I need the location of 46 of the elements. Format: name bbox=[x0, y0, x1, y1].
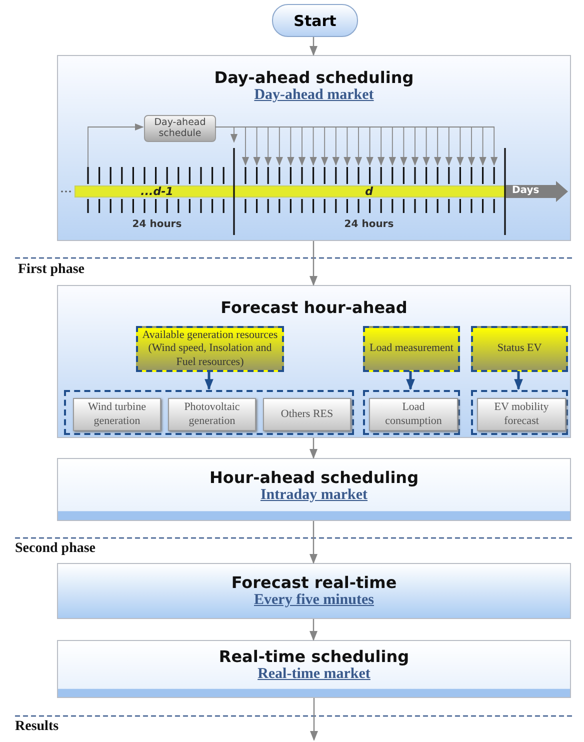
title: Forecast real-time bbox=[231, 573, 397, 592]
subtitle: Day-ahead market bbox=[254, 87, 374, 104]
timeline-label: d bbox=[365, 185, 373, 198]
arrow bbox=[310, 438, 318, 459]
arrow bbox=[310, 241, 318, 286]
forecast-box: EV mobility forecast bbox=[477, 398, 566, 431]
dashed-group bbox=[363, 390, 460, 435]
title: Day-ahead scheduling bbox=[214, 68, 414, 87]
phase-label: Second phase bbox=[15, 541, 96, 557]
phase-label: First phase bbox=[18, 262, 84, 278]
schedule-box: Day-ahead schedule bbox=[144, 115, 216, 142]
dashed-group bbox=[471, 390, 568, 435]
dashed-group bbox=[64, 390, 354, 435]
timeline-label: ...d-1 bbox=[140, 185, 174, 198]
duration-label: 24 hours bbox=[132, 219, 182, 230]
input-box: Status EV bbox=[471, 326, 568, 372]
title: Start bbox=[294, 12, 336, 30]
process-box bbox=[57, 640, 571, 698]
subtitle: Real-time market bbox=[258, 666, 370, 683]
process-box bbox=[57, 458, 571, 521]
title: Forecast hour-ahead bbox=[220, 298, 408, 317]
title: Real-time scheduling bbox=[218, 647, 410, 666]
forecast-box: Photovoltaic generation bbox=[168, 398, 256, 431]
axis-label: Days bbox=[512, 185, 540, 196]
forecast-box: Others RES bbox=[263, 398, 351, 431]
input-box: Load measurement bbox=[363, 326, 460, 372]
forecast-box: Load consumption bbox=[369, 398, 458, 431]
arrow bbox=[310, 521, 318, 564]
arrow bbox=[310, 37, 318, 56]
arrow bbox=[310, 619, 318, 641]
arrow bbox=[406, 371, 415, 390]
process-box bbox=[57, 563, 571, 619]
process-panel bbox=[57, 285, 571, 438]
start-terminal bbox=[272, 4, 358, 37]
arrow bbox=[204, 371, 214, 390]
subtitle: Intraday market bbox=[260, 486, 368, 504]
title: Hour-ahead scheduling bbox=[209, 468, 419, 486]
phase-label: Results bbox=[15, 719, 59, 735]
duration-label: 24 hours bbox=[344, 219, 394, 230]
arrow bbox=[310, 698, 318, 741]
input-box: Available generation resources (Wind speed, Insolation and Fuel resources) bbox=[136, 326, 284, 372]
arrow bbox=[514, 371, 523, 390]
subtitle: Every five minutes bbox=[254, 592, 374, 609]
forecast-box: Wind turbine generation bbox=[73, 398, 161, 431]
arrow bbox=[88, 123, 144, 168]
process-panel bbox=[57, 55, 571, 241]
